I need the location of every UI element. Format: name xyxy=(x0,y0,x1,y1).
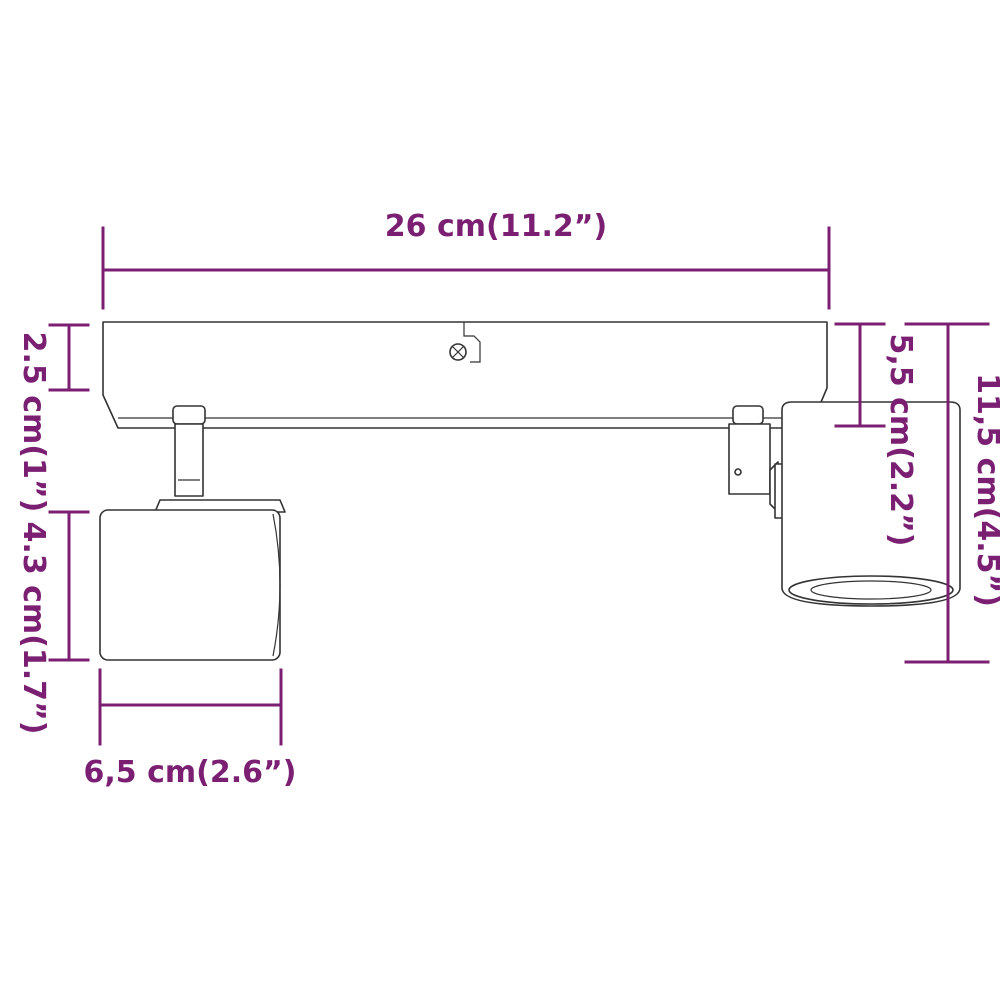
screw-slot xyxy=(451,345,465,359)
right-shade xyxy=(781,401,961,607)
dimension-lines xyxy=(48,226,990,746)
arm-drop-label: 5,5 cm(2.2”) xyxy=(883,334,918,547)
dimension-labels: 26 cm(11.2”) 2.5 cm(1”) 4.3 cm(1.7”) 6,5… xyxy=(16,209,1000,790)
left-arm xyxy=(174,423,204,497)
shade-length-label: 6,5 cm(2.6”) xyxy=(84,755,297,790)
right-arm xyxy=(728,423,771,495)
shade-height-label: 4.3 cm(1.7”) xyxy=(16,522,51,735)
right-spotlight xyxy=(728,401,961,607)
right-shade-lens-inner xyxy=(810,580,932,600)
left-shade-end xyxy=(272,513,281,657)
total-height-label: 11,5 cm(4.5”) xyxy=(970,373,1000,607)
left-spotlight xyxy=(99,405,286,661)
right-shade-lens xyxy=(788,575,954,605)
right-arm-pivot xyxy=(734,468,742,476)
left-arm-cap xyxy=(172,405,206,425)
center-bracket xyxy=(463,322,481,363)
ceiling-spotlight-drawing xyxy=(99,321,961,661)
mounting-base xyxy=(102,321,828,429)
base-height-label: 2.5 cm(1”) xyxy=(16,332,51,513)
right-arm-cap xyxy=(732,405,764,425)
left-shade xyxy=(99,509,281,661)
total-width-label: 26 cm(11.2”) xyxy=(385,209,607,244)
